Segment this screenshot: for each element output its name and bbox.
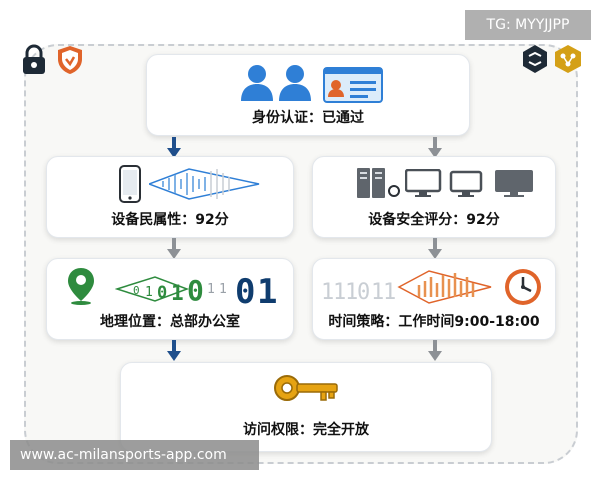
- binary-digit: 1: [171, 281, 184, 305]
- binary-digit: 0: [157, 283, 167, 303]
- binary-digit: 1: [207, 282, 215, 297]
- bar-wave-icon: 1 1 1 0 1 1: [321, 270, 492, 305]
- stream-digit: 1: [383, 280, 396, 305]
- arrow-down-blue: [167, 137, 181, 158]
- time-policy-node: 1 1 1 0 1 1 时间策略：工作时间9:00-18:00: [312, 258, 556, 340]
- watermark-tag: TG: MYYJJPP: [465, 10, 591, 40]
- network-shield-icon: [523, 45, 547, 73]
- binary-digit: 0: [187, 274, 204, 307]
- arrow-down-gray: [428, 137, 442, 158]
- clock-icon: [505, 269, 541, 305]
- binary-digit: 1: [219, 282, 227, 297]
- key-icon: [274, 375, 338, 401]
- arrow-down-gray: [167, 238, 181, 259]
- signal-wave-icon: [149, 168, 260, 200]
- smartphone-icon: [119, 165, 141, 203]
- lock-icon: [23, 44, 45, 74]
- server-icon: [357, 168, 400, 198]
- monitor-icon: [405, 169, 533, 197]
- map-pin-icon: [68, 268, 94, 305]
- id-card-icon: [323, 67, 383, 103]
- device-attribute-node: 设备⺠属性：92分: [46, 156, 294, 238]
- binary-stream-icon: 0 1 0 1 0 1 1 0 1: [115, 272, 277, 307]
- location-node: 0 1 0 1 0 1 1 0 1 地理位置：总部办公室: [46, 258, 294, 340]
- users-icon: [241, 65, 311, 101]
- stream-digit: 1: [333, 280, 346, 305]
- arrow-down-gray: [428, 340, 442, 361]
- access-node: 访问权限：完全开放: [120, 362, 492, 452]
- stream-digit: 1: [371, 280, 384, 305]
- binary-digit: 0: [133, 284, 140, 297]
- stream-digit: 0: [357, 280, 370, 305]
- shield-icon: [58, 46, 82, 74]
- location-label: 地理位置：总部办公室: [100, 314, 240, 330]
- stream-digit: 1: [345, 280, 358, 305]
- arrow-down-gray: [428, 238, 442, 259]
- watermark-url[interactable]: www.ac-milansports-app.com: [10, 440, 259, 470]
- time-policy-label: 时间策略：工作时间9:00-18:00: [328, 314, 540, 330]
- identity-label: 身份认证：已通过: [252, 110, 364, 126]
- device-security-node: 设备安全评分：92分: [312, 156, 556, 238]
- stream-digit: 1: [321, 280, 334, 305]
- binary-digit: 0: [235, 272, 255, 307]
- binary-digit: 1: [257, 272, 277, 307]
- binary-digit: 1: [145, 285, 153, 300]
- device-security-label: 设备安全评分：92分: [368, 212, 500, 228]
- arrow-down-blue: [167, 340, 181, 361]
- identity-node: 身份认证：已通过: [146, 54, 470, 136]
- access-label: 访问权限：完全开放: [243, 422, 369, 438]
- network-badge-icon: [555, 45, 581, 73]
- device-attribute-label: 设备⺠属性：92分: [111, 212, 229, 228]
